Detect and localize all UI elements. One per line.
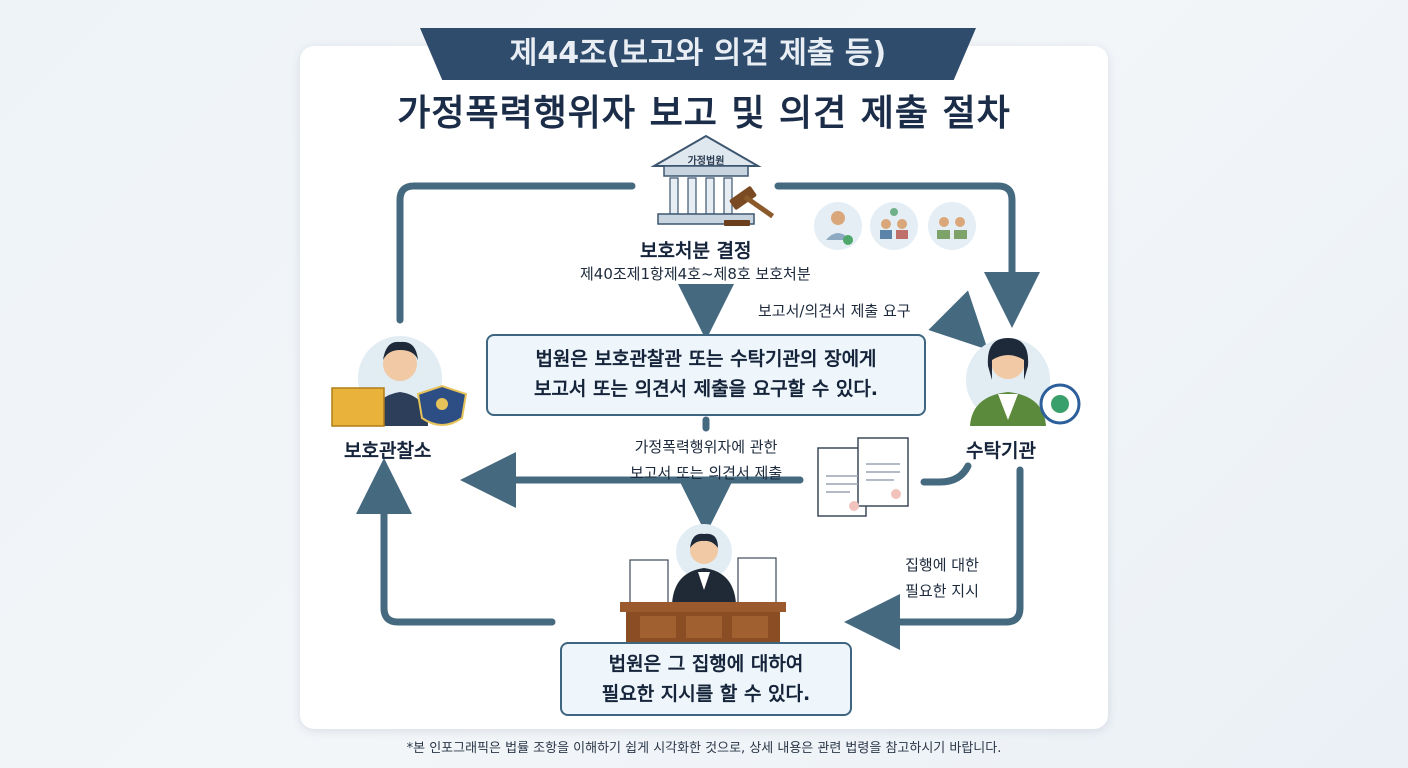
submit-label-line1: 가정폭력행위자에 관한: [634, 438, 778, 456]
family-icon: [928, 202, 976, 250]
counselor-icon: [814, 202, 862, 250]
request-rule-box: 법원은 보호관찰관 또는 수탁기관의 장에게 보고서 또는 의견서 제출을 요구…: [486, 334, 926, 416]
instruct-label-line1: 집행에 대한: [905, 556, 979, 574]
report-documents-icon: [817, 437, 909, 517]
instruct-label-line2: 필요한 지시: [905, 582, 979, 600]
arrow-trustee-to-judge: [844, 466, 1024, 650]
arrow-judge-to-probation: [356, 458, 556, 626]
instruct-rule-line1: 법원은 그 집행에 대하여: [608, 653, 804, 675]
footnote: *본 인포그래픽은 법률 조항을 이해하기 쉽게 시각화한 것으로, 상세 내용…: [406, 741, 1002, 756]
submit-label-line2: 보고서 또는 의견서 제출: [629, 464, 783, 482]
request-label: 보고서/의견서 제출 요구: [758, 302, 911, 320]
probation-officer-icon: [331, 336, 468, 427]
request-rule-line2: 보고서 또는 의견서 제출을 요구할 수 있다.: [533, 378, 879, 400]
arrow-court-to-trustee: [774, 182, 1040, 328]
group-icon: [870, 202, 918, 250]
trustee-staff-icon: [966, 338, 1081, 426]
decision-title: 보호처분 결정: [640, 240, 752, 262]
probation-office-label: 보호관찰소: [344, 440, 432, 462]
judge-bench-icon: [620, 524, 786, 642]
trustee-label: 수탁기관: [966, 440, 1036, 462]
main-title: 가정폭력행위자 보고 및 의견 제출 절차: [397, 93, 1011, 134]
court-sign-text: 가정법원: [687, 156, 725, 167]
gavel-icon: [724, 186, 775, 226]
instruct-rule-box: 법원은 그 집행에 대하여 필요한 지시를 할 수 있다.: [560, 642, 852, 716]
article-banner: [420, 28, 976, 80]
court-building-icon: [650, 134, 762, 225]
article-title: 제44조(보고와 의견 제출 등): [509, 36, 887, 71]
decision-subtitle: 제40조제1항제4호~제8호 보호처분: [580, 265, 811, 283]
request-rule-line1: 법원은 보호관찰관 또는 수탁기관의 장에게: [535, 348, 877, 370]
arrow-trustee-to-docs: [920, 462, 972, 486]
instruct-rule-line2: 필요한 지시를 할 수 있다.: [601, 683, 811, 705]
arrow-request-to-trustee: [928, 290, 988, 350]
arrow-probation-to-court: [396, 182, 636, 324]
